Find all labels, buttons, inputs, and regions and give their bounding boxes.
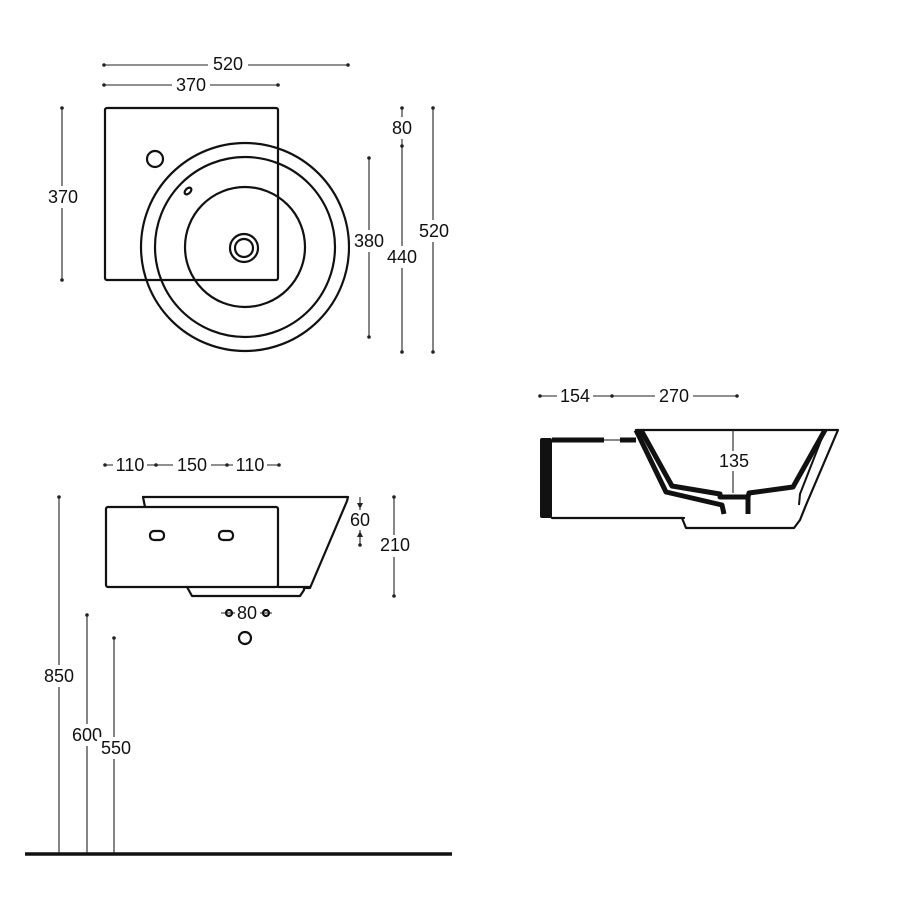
fixing-slot-left [148,529,166,542]
dimension-110-150-110: 110 150 110 [103,455,281,475]
svg-text:370: 370 [48,187,78,207]
deck-outline [103,106,280,282]
bowl-outer-rim [139,141,351,353]
svg-text:600: 600 [72,725,102,745]
dimension-550: 550 [97,636,135,853]
front-view: 110 150 110 60 210 80 [25,455,452,856]
fixing-slot-right [217,529,235,542]
dimension-520-width: 520 [102,54,350,76]
dimension-80-bolts: 80 [221,603,272,623]
svg-text:550: 550 [101,738,131,758]
basin-outer-profile [634,428,840,530]
dimension-210: 210 [376,495,414,598]
svg-text:270: 270 [659,386,689,406]
dimension-370-width: 370 [102,74,280,96]
dimension-60: 60 [346,497,374,547]
svg-text:110: 110 [236,455,265,475]
dimension-135: 135 [715,430,753,493]
bowl-inner-rim [153,155,337,339]
dimension-850: 850 [40,495,78,853]
svg-text:154: 154 [560,386,590,406]
deck-front [104,505,280,589]
svg-text:135: 135 [719,451,749,471]
svg-text:210: 210 [380,535,410,555]
drain-outer [228,232,260,264]
top-view: 520 370 370 380 80 [44,54,452,354]
svg-text:150: 150 [177,455,207,475]
dimension-154-270: 154 270 [538,386,739,406]
overflow-slot [183,186,193,196]
dimension-370-depth: 370 [44,106,82,282]
svg-text:850: 850 [44,666,74,686]
svg-text:520: 520 [419,221,449,241]
dimension-380: 380 [350,156,388,339]
dimension-440: 440 [383,146,421,354]
drain-inner [233,237,255,259]
svg-text:520: 520 [213,54,243,74]
svg-text:370: 370 [176,75,206,95]
svg-text:110: 110 [116,455,145,475]
dimension-600: 600 [68,613,106,853]
bowl-basin [183,185,307,309]
svg-text:60: 60 [350,510,370,530]
dimension-520-depth: 520 [414,106,452,354]
waste-outlet [237,630,253,646]
basin-inner-profile [638,428,828,500]
bolt-icon [261,608,271,618]
dimension-80-offset: 80 [390,106,416,148]
svg-text:440: 440 [387,247,417,267]
section-view: 154 270 135 [538,386,840,530]
svg-text:380: 380 [354,231,384,251]
svg-text:80: 80 [392,118,412,138]
basin-profile [141,495,350,598]
svg-text:80: 80 [237,603,257,623]
tap-hole [145,149,165,169]
bolt-icon [224,608,234,618]
wall-section [540,438,552,518]
